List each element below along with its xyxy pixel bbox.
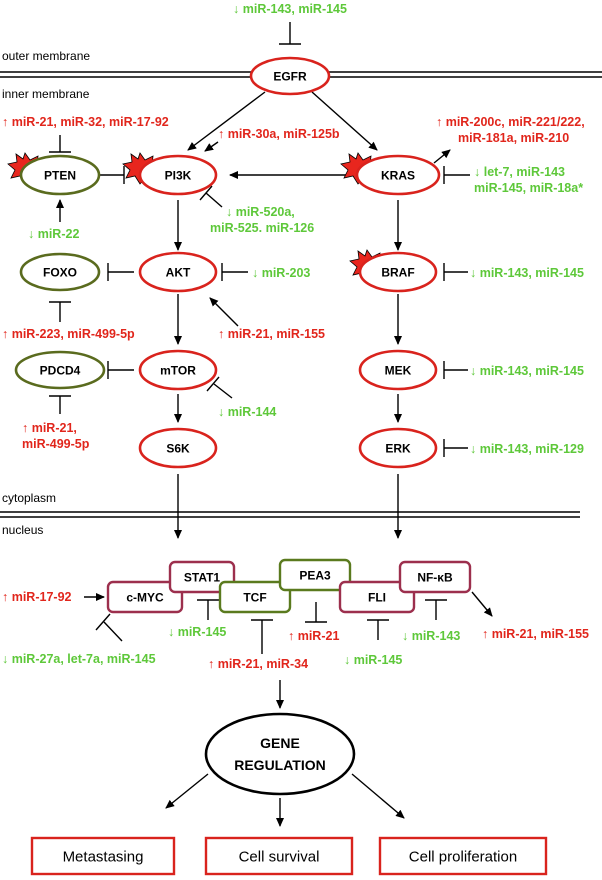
akt-label: AKT <box>166 266 191 280</box>
mirna-foxo-up: ↑ miR-223, miR-499-5p <box>2 327 135 341</box>
gene-regulation-node[interactable]: GENE REGULATION <box>204 712 356 796</box>
mirna-mtor-down: ↓ miR-144 <box>218 405 276 419</box>
cmyc-inhibition-line <box>103 621 123 642</box>
egfr-node[interactable]: EGFR <box>249 56 331 96</box>
mirna-pi3k-down-2: miR-525. miR-126 <box>210 221 314 235</box>
inner-membrane-label: inner membrane <box>2 87 90 101</box>
mirna-fli-down-1: ↓ miR-143 <box>402 629 460 643</box>
cytoplasm-boundary-line <box>0 511 580 518</box>
mek-node[interactable]: MEK <box>358 349 438 391</box>
tf-tcf-box[interactable]: TCF <box>218 580 292 614</box>
tcf-label: TCF <box>243 591 266 605</box>
egfr-label: EGFR <box>273 70 307 84</box>
pi3k-inhibition-line <box>205 192 223 208</box>
mirna-akt-down: ↓ miR-203 <box>252 266 310 280</box>
mirna-cmyc-down: ↓ miR-27a, let-7a, miR-145 <box>2 652 156 666</box>
gene-to-metastasing-arrow <box>165 773 209 809</box>
mirna-pi3k-up: ↑ miR-30a, miR-125b <box>218 127 340 141</box>
akt-mir-arrow <box>209 297 239 327</box>
pea3-label: PEA3 <box>299 569 331 583</box>
tf-nfkb-box[interactable]: NF-κB <box>398 560 472 594</box>
metastasing-label: Metastasing <box>63 849 144 866</box>
foxo-label: FOXO <box>43 266 77 280</box>
cmyc-inhibition-bar <box>95 613 111 631</box>
mirna-mek-down: ↓ miR-143, miR-145 <box>470 364 584 378</box>
mirna-stat1-down: ↓ miR-145 <box>168 625 226 639</box>
erk-label: ERK <box>385 442 411 456</box>
cmyc-label: c-MYC <box>126 591 164 605</box>
erk-node[interactable]: ERK <box>358 427 438 469</box>
foxo-node[interactable]: FOXO <box>19 252 101 292</box>
stat1-label: STAT1 <box>184 571 221 585</box>
pi3k-mir-arrow <box>204 141 219 152</box>
mirna-kras-down-2: miR-145, miR-18a* <box>474 181 583 195</box>
mirna-erk-down: ↓ miR-143, miR-129 <box>470 442 584 456</box>
mirna-pdcd4-up-1: ↑ miR-21, <box>22 421 77 435</box>
pi3k-inhibition-bar <box>199 185 213 201</box>
mirna-pea3-up: ↑ miR-21 <box>288 629 339 643</box>
akt-node[interactable]: AKT <box>138 251 218 293</box>
mirna-pi3k-down-1: ↓ miR-520a, <box>226 205 295 219</box>
cell-proliferation-label: Cell proliferation <box>409 849 517 866</box>
mirna-pten-up: ↑ miR-21, miR-32, miR-17-92 <box>2 115 169 129</box>
tf-pea3-box[interactable]: PEA3 <box>278 558 352 592</box>
tf-fli-box[interactable]: FLI <box>338 580 416 614</box>
mirna-pdcd4-up-2: miR-499-5p <box>22 437 90 451</box>
pten-node[interactable]: PTEN <box>7 152 101 196</box>
gene-to-proliferation-arrow <box>351 773 405 819</box>
nfkb-label: NF-κB <box>417 571 453 585</box>
mirna-cmyc-up: ↑ miR-17-92 <box>2 590 72 604</box>
egfr-to-kras-arrow <box>311 91 378 151</box>
mirna-pten-down: ↓ miR-22 <box>28 227 79 241</box>
outcome-cell-survival[interactable]: Cell survival <box>204 836 354 876</box>
mtor-inhibition-line <box>213 383 233 399</box>
outcome-cell-proliferation[interactable]: Cell proliferation <box>378 836 548 876</box>
outcome-metastasing[interactable]: Metastasing <box>30 836 176 876</box>
gene-regulation-line1: GENE <box>260 735 300 751</box>
tf-stat1-box[interactable]: STAT1 <box>168 560 236 594</box>
mirna-braf-down: ↓ miR-143, miR-145 <box>470 266 584 280</box>
mirna-kras-down-1: ↓ let-7, miR-143 <box>474 165 565 179</box>
pdcd4-node[interactable]: PDCD4 <box>14 350 106 390</box>
mtor-node[interactable]: mTOR <box>138 349 218 391</box>
kras-to-mir-arrow <box>433 149 451 164</box>
cytoplasm-label: cytoplasm <box>2 491 56 505</box>
mtor-label: mTOR <box>160 364 196 378</box>
egfr-to-pi3k-arrow <box>187 91 266 151</box>
kras-label: KRAS <box>381 169 415 183</box>
braf-label: BRAF <box>381 266 414 280</box>
s6k-label: S6K <box>166 442 190 456</box>
mirna-nfkb-up: ↑ miR-21, miR-155 <box>482 627 589 641</box>
pdcd4-label: PDCD4 <box>40 364 81 378</box>
pi3k-node[interactable]: PI3K <box>122 152 218 196</box>
tf-cmyc-box[interactable]: c-MYC <box>106 580 184 614</box>
mirna-akt-up: ↑ miR-21, miR-155 <box>218 327 325 341</box>
mirna-fli-down-2: ↓ miR-145 <box>344 653 402 667</box>
mirna-egfr-down: ↓ miR-143, miR-145 <box>233 2 347 16</box>
pi3k-label: PI3K <box>165 169 192 183</box>
mek-label: MEK <box>385 364 412 378</box>
outer-membrane-label: outer membrane <box>2 49 90 63</box>
cell-survival-label: Cell survival <box>239 849 320 866</box>
braf-node[interactable]: BRAF <box>349 249 438 293</box>
nucleus-label: nucleus <box>2 523 43 537</box>
nfkb-to-mir-arrow <box>471 591 493 617</box>
mirna-kras-up-2: miR-181a, miR-210 <box>458 131 569 145</box>
mtor-inhibition-bar <box>206 376 220 392</box>
pten-label: PTEN <box>44 169 76 183</box>
mirna-kras-up-1: ↑ miR-200c, miR-221/222, <box>436 115 585 129</box>
gene-regulation-line2: REGULATION <box>234 757 326 773</box>
s6k-node[interactable]: S6K <box>138 427 218 469</box>
fli-label: FLI <box>368 591 386 605</box>
mirna-tcf-up: ↑ miR-21, miR-34 <box>208 657 308 671</box>
kras-node[interactable]: KRAS <box>340 152 441 196</box>
